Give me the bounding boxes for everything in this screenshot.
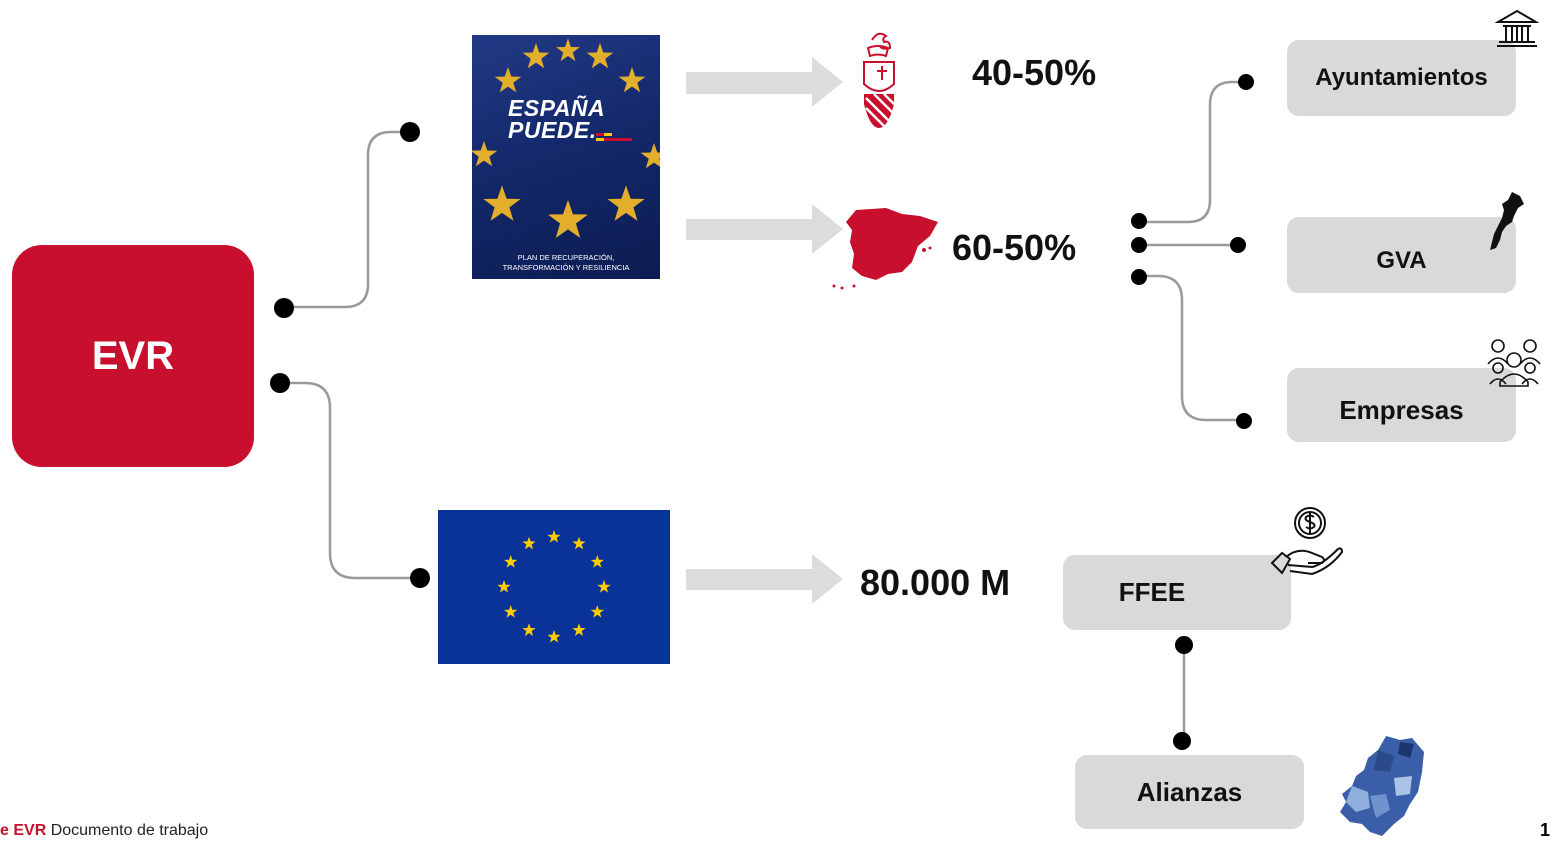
poster-stars	[472, 38, 660, 238]
evr-root-node: EVR	[12, 245, 254, 467]
eu-flag-stars	[497, 530, 611, 643]
arrow-to-amount	[686, 554, 843, 604]
eu-star-icon	[597, 580, 611, 593]
espana-puede-poster: ESPAÑA PUEDE. PLAN DE RECUPERACIÓN, TRAN…	[472, 35, 660, 279]
percent-state-label: 60-50%	[952, 227, 1077, 268]
footer: e EVR Documento de trabajo	[0, 822, 208, 840]
eu-star-icon	[497, 580, 511, 593]
poster-title-line1: ESPAÑA	[508, 95, 606, 121]
amount-eu-label: 80.000 M	[860, 562, 1011, 603]
poster-subtitle-line2: TRANSFORMACIÓN Y RESILIENCIA	[502, 263, 630, 272]
alianzas-node: Alianzas	[1075, 755, 1304, 829]
eu-flag	[438, 510, 670, 664]
eu-star-icon	[572, 623, 586, 636]
eu-star-icon	[572, 536, 586, 550]
eu-star-icon	[590, 605, 604, 618]
poster-subtitle-line1: PLAN DE RECUPERACIÓN,	[517, 253, 615, 262]
town-hall-icon	[1495, 9, 1539, 47]
empresas-node: Empresas	[1287, 368, 1516, 442]
ayuntamientos-node: Ayuntamientos	[1287, 40, 1516, 116]
poster-title-line2: PUEDE.	[508, 117, 597, 143]
money-hand-icon	[1270, 507, 1344, 576]
people-group-icon	[1487, 339, 1541, 387]
valencia-coat-of-arms-icon	[863, 32, 895, 128]
ffee-node: FFEE	[1063, 555, 1291, 630]
footer-text: Documento de trabajo	[50, 822, 209, 839]
percent-regional-label: 40-50%	[972, 52, 1097, 93]
page-number: 1	[1540, 820, 1551, 840]
valencian-community-map-icon	[1490, 192, 1524, 250]
gva-node: GVA	[1287, 217, 1516, 293]
eu-star-icon	[504, 555, 518, 568]
eu-star-icon	[522, 623, 536, 636]
eu-star-icon	[547, 530, 561, 543]
europe-map-icon	[1340, 736, 1424, 836]
eu-star-icon	[590, 555, 604, 568]
spain-map-icon	[832, 208, 938, 290]
eu-star-icon	[504, 605, 518, 618]
eu-star-icon	[522, 536, 536, 550]
arrow-to-valencia	[686, 57, 843, 107]
eu-star-icon	[547, 630, 561, 643]
arrow-to-spain	[686, 204, 843, 254]
footer-brand: e EVR	[0, 822, 47, 839]
